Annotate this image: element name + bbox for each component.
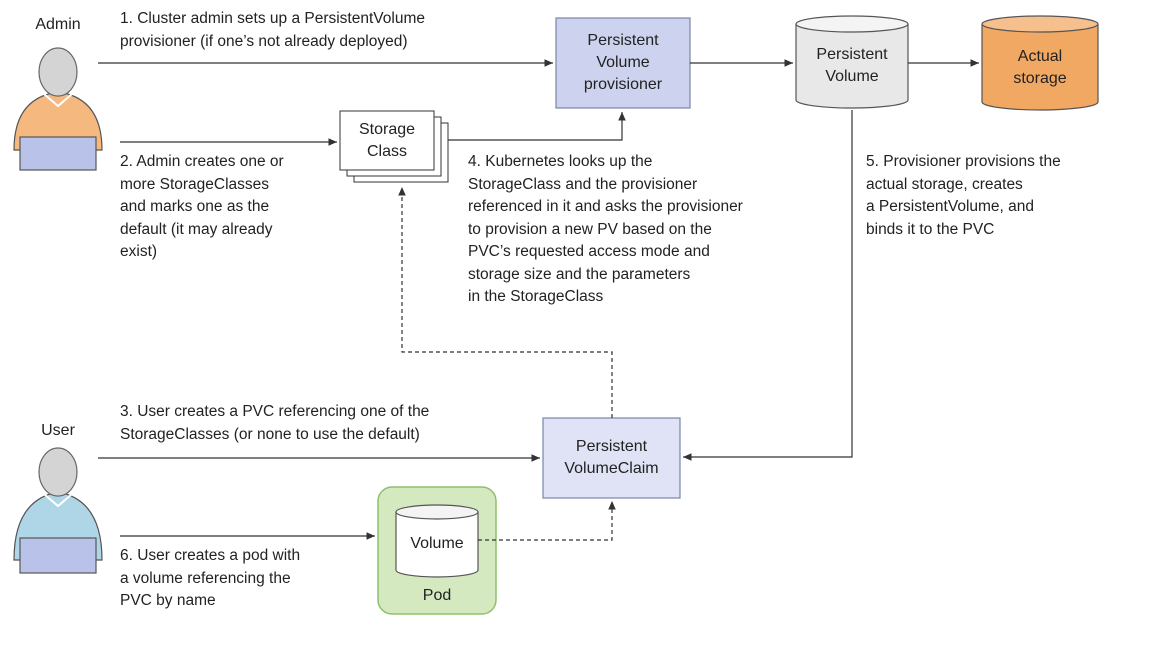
persistent-volume-label: Persistent Volume (796, 36, 908, 96)
step4-line: to provision a new PV based on the (468, 220, 712, 238)
actual-storage-line: storage (1013, 70, 1067, 87)
pv-provisioner-label: Persistent Volume provisioner (556, 18, 690, 108)
step2-line: default (it may already (120, 220, 273, 238)
storage-class-line: Class (366, 142, 407, 160)
pvc-line: Persistent (575, 438, 648, 455)
volume-label: Volume (410, 535, 464, 552)
pvc-line: VolumeClaim (564, 460, 659, 477)
pv-provisioner-box (555, 17, 691, 109)
pvc-label: Persistent VolumeClaim (543, 418, 680, 498)
step1-line: provisioner (if one’s not already deploy… (120, 32, 408, 50)
step2-line: and marks one as the (120, 198, 270, 215)
step2-line: more StorageClasses (120, 175, 270, 193)
step6-line: PVC by name (120, 592, 216, 609)
storage-class-line: Storage (358, 120, 416, 138)
arrow-storageclass-to-provisioner (448, 112, 626, 141)
admin-figure-icon (13, 47, 103, 171)
step1-text: 1. Cluster admin sets up a PersistentVol… (120, 8, 425, 53)
user-figure-icon (13, 447, 103, 574)
step6-line: 6. User creates a pod with (120, 547, 301, 564)
arrow-pv-to-pvc (683, 110, 853, 461)
actual-storage-cylinder (981, 15, 1099, 111)
step5-line: actual storage, creates (866, 175, 1023, 193)
step2-line: exist) (120, 243, 158, 260)
step4-line: storage size and the parameters (468, 265, 691, 283)
step1-line: 1. Cluster admin sets up a PersistentVol… (120, 10, 425, 27)
step2-text: 2. Admin creates one or more StorageClas… (120, 151, 284, 264)
step2-line: 2. Admin creates one or (120, 153, 284, 170)
step5-line: binds it to the PVC (866, 220, 995, 238)
persistent-volume-line: Volume (825, 68, 879, 85)
storage-class-stack (339, 110, 449, 183)
volume-cylinder (395, 504, 479, 578)
step4-text: 4. Kubernetes looks up the StorageClass … (468, 151, 743, 309)
actual-storage-label: Actual storage (982, 38, 1098, 98)
arrow-pvc-to-storageclass (398, 187, 613, 418)
pv-provisioner-line: Volume (596, 54, 650, 71)
step4-line: StorageClass and the provisioner (468, 175, 698, 193)
step3-line: StorageClasses (or none to use the defau… (120, 425, 420, 443)
step5-text: 5. Provisioner provisions the actual sto… (866, 151, 1061, 241)
step4-line: in the StorageClass (468, 288, 604, 305)
actual-storage-line: Actual (1017, 48, 1063, 65)
pv-provisioner-line: provisioner (583, 76, 663, 93)
step3-text: 3. User creates a PVC referencing one of… (120, 401, 429, 446)
step4-line: 4. Kubernetes looks up the (468, 153, 653, 170)
step4-line: referenced in it and asks the provisione… (468, 198, 743, 215)
admin-label: Admin (35, 16, 81, 33)
step6-line: a volume referencing the (120, 569, 291, 587)
step5-line: a PersistentVolume, and (866, 198, 1035, 215)
step4-line: PVC’s requested access mode and (468, 243, 710, 260)
step5-line: 5. Provisioner provisions the (866, 153, 1061, 170)
user-label: User (41, 422, 75, 439)
persistent-volume-cylinder (795, 15, 909, 109)
step3-line: 3. User creates a PVC referencing one of… (120, 403, 430, 420)
step6-text: 6. User creates a pod with a volume refe… (120, 545, 300, 613)
pv-provisioner-line: Persistent (587, 32, 659, 49)
arrow-volume-to-pvc (478, 501, 616, 541)
persistent-volume-line: Persistent (816, 46, 888, 63)
pvc-box (542, 417, 681, 499)
storage-class-label: Storage Class (340, 111, 434, 170)
pod-label: Pod (422, 587, 452, 604)
